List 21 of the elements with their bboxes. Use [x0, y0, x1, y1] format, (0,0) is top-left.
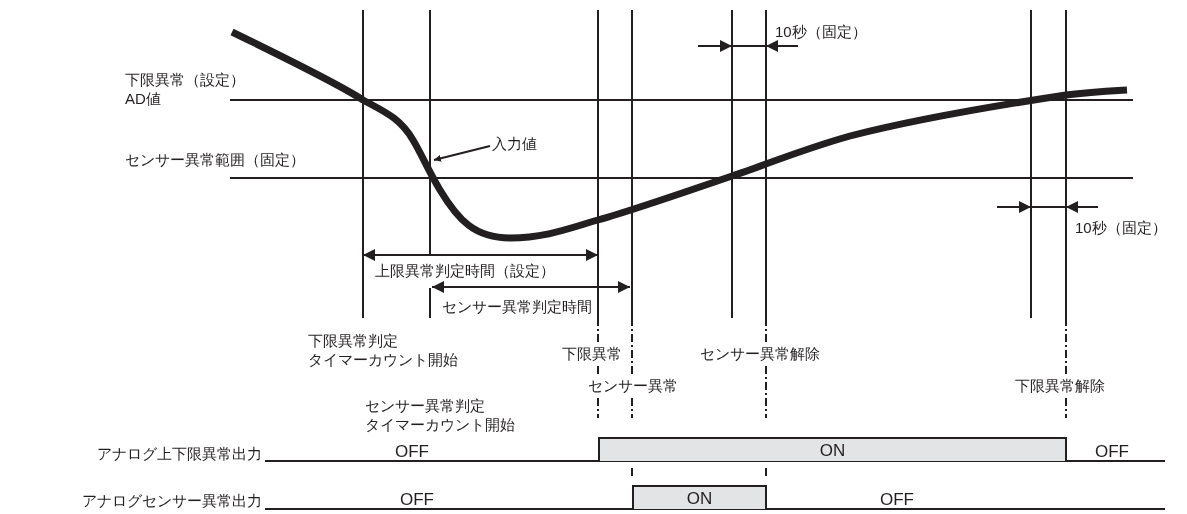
- event-label: 下限異常: [562, 344, 622, 363]
- dimension-label: 上限異常判定時間（設定）: [375, 261, 555, 280]
- state-label: OFF: [880, 490, 914, 509]
- state-label: OFF: [395, 442, 429, 461]
- signal-on-pulse: ON: [598, 437, 1067, 461]
- event-label: 下限異常判定タイマーカウント開始: [308, 331, 458, 369]
- signal-name: アナログ上下限異常出力: [97, 444, 262, 463]
- threshold-label: センサー異常範囲（固定）: [125, 150, 305, 169]
- signal-name: アナログセンサー異常出力: [82, 491, 262, 510]
- event-label: センサー異常解除: [700, 344, 820, 363]
- signal-on-pulse: ON: [632, 485, 767, 509]
- dimension-label: センサー異常判定時間: [442, 297, 592, 316]
- event-label: 下限異常解除: [1015, 376, 1105, 395]
- state-label: OFF: [1095, 442, 1129, 461]
- duration-label: 10秒（固定）: [775, 22, 867, 41]
- state-label: OFF: [400, 490, 434, 509]
- event-label: センサー異常判定タイマーカウント開始: [365, 396, 515, 434]
- threshold-label: 下限異常（設定）AD値: [125, 70, 245, 108]
- duration-label: 10秒（固定）: [1075, 218, 1167, 237]
- leader-line: [433, 145, 491, 162]
- event-label: センサー異常: [588, 376, 678, 395]
